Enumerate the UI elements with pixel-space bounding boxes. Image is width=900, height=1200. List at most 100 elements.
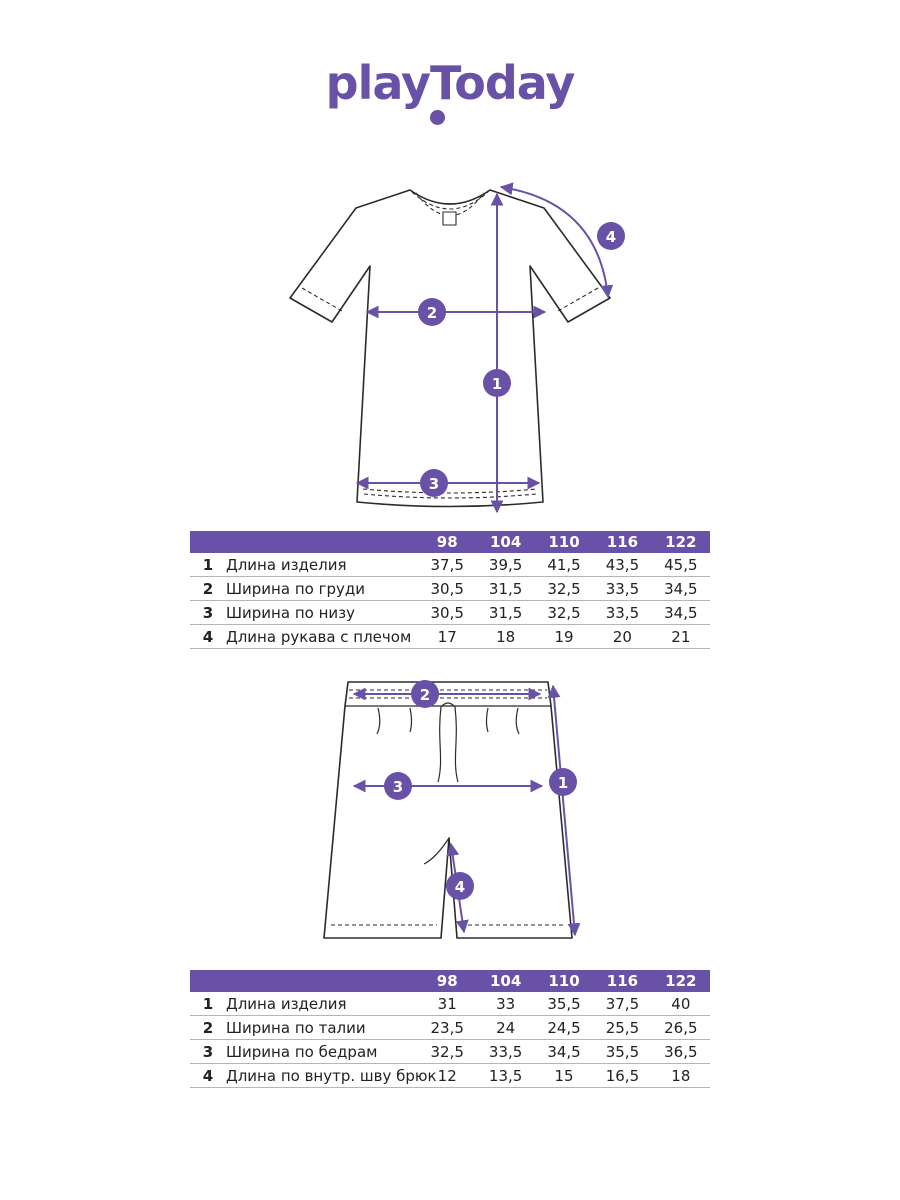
size-value: 40 — [671, 994, 691, 1013]
size-value: 19 — [554, 627, 574, 646]
tshirt-hem-stitch-top — [362, 488, 538, 494]
size-value: 12 — [437, 1066, 457, 1085]
shorts-marker-2-badge — [411, 680, 439, 708]
tshirt-table-header-row: 98 104 110 116 122 — [190, 531, 710, 553]
row-label: Ширина по низу — [226, 603, 355, 622]
shorts-gather-fold-2 — [409, 707, 413, 733]
tshirt-diagram — [289, 189, 611, 508]
size-value: 13,5 — [488, 1066, 523, 1085]
size-value: 20 — [612, 627, 632, 646]
size-value: 21 — [671, 627, 691, 646]
size-value: 16,5 — [605, 1066, 640, 1085]
shorts-size-table: 98 104 110 116 122 1 Длина изделия 31 33… — [190, 970, 710, 1088]
tshirt-hem-stitch-bottom — [363, 493, 537, 499]
size-header: 110 — [548, 533, 580, 551]
tshirt-marker-3-badge — [420, 469, 448, 497]
size-header: 122 — [665, 972, 697, 990]
shorts-marker-1-badge — [549, 768, 577, 796]
shorts-dimensions: 2 1 3 4 — [352, 680, 581, 937]
size-value: 30,5 — [430, 603, 464, 622]
size-value: 32,5 — [547, 603, 581, 622]
tshirt-dim-sleeve-line — [499, 182, 614, 299]
size-value: 18 — [671, 1066, 691, 1085]
size-header: 98 — [436, 972, 458, 990]
shorts-marker-4-badge — [446, 872, 474, 900]
brand-logo-dot-icon — [430, 110, 445, 125]
table-row: 2 Ширина по груди 30,5 31,5 32,5 33,5 34… — [190, 577, 710, 601]
size-value: 34,5 — [664, 603, 698, 622]
tshirt-marker-1-badge — [483, 369, 511, 397]
size-value: 18 — [496, 627, 516, 646]
shorts-gather-fold-3 — [485, 707, 489, 733]
row-label: Ширина по груди — [226, 579, 365, 598]
size-value: 32,5 — [430, 1042, 464, 1061]
size-value: 23,5 — [430, 1018, 464, 1037]
row-number: 4 — [202, 1066, 214, 1085]
size-value: 25,5 — [605, 1018, 640, 1037]
size-header: 110 — [548, 972, 580, 990]
size-value: 35,5 — [605, 1042, 640, 1061]
tshirt-marker-2-label: 2 — [427, 304, 437, 322]
tshirt-marker-4-label: 4 — [606, 228, 616, 246]
row-number: 3 — [202, 603, 214, 622]
size-header: 122 — [665, 533, 697, 551]
table-row: 1 Длина изделия 31 33 35,5 37,5 40 — [190, 992, 710, 1016]
size-header: 104 — [489, 533, 522, 551]
row-label: Длина по внутр. шву брюк — [226, 1066, 437, 1085]
size-value: 34,5 — [547, 1042, 581, 1061]
row-number: 4 — [202, 627, 214, 646]
tshirt-marker-3-label: 3 — [429, 475, 439, 493]
table-row: 1 Длина изделия 37,5 39,5 41,5 43,5 45,5 — [190, 553, 710, 577]
row-label: Длина рукава с плечом — [226, 627, 412, 646]
tshirt-collar-ribbing — [411, 191, 489, 210]
size-value: 45,5 — [664, 555, 698, 574]
shorts-dim-length-line — [547, 684, 581, 937]
table-row: 4 Длина рукава с плечом 17 18 19 20 21 — [190, 625, 710, 649]
size-value: 31,5 — [488, 579, 523, 598]
brand-logo-text: playToday — [325, 56, 576, 110]
shorts-marker-3-label: 3 — [393, 778, 403, 796]
shorts-gather-fold-4 — [515, 707, 520, 735]
size-value: 32,5 — [547, 579, 581, 598]
tshirt-marker-2-badge — [418, 298, 446, 326]
size-value: 33,5 — [605, 579, 640, 598]
shorts-gather-fold-1 — [376, 707, 381, 735]
shorts-table-header-row: 98 104 110 116 122 — [190, 970, 710, 992]
row-label: Длина изделия — [226, 994, 347, 1013]
size-value: 33 — [496, 994, 516, 1013]
row-number: 1 — [202, 555, 214, 574]
tshirt-outline — [289, 189, 611, 508]
table-row: 4 Длина по внутр. шву брюк 12 13,5 15 16… — [190, 1064, 710, 1088]
size-value: 31 — [437, 994, 457, 1013]
shorts-drawstring-left-cord — [437, 706, 442, 783]
tshirt-marker-4-badge — [597, 222, 625, 250]
size-value: 33,5 — [488, 1042, 523, 1061]
row-number: 1 — [202, 994, 214, 1013]
row-label: Длина изделия — [226, 555, 347, 574]
size-value: 39,5 — [488, 555, 523, 574]
shorts-marker-4-label: 4 — [455, 878, 465, 896]
table-row: 3 Ширина по бедрам 32,5 33,5 34,5 35,5 3… — [190, 1040, 710, 1064]
size-value: 30,5 — [430, 579, 464, 598]
size-value: 15 — [554, 1066, 574, 1085]
row-number: 2 — [202, 1018, 214, 1037]
size-header: 104 — [489, 972, 522, 990]
size-value: 24,5 — [547, 1018, 581, 1037]
size-value: 26,5 — [664, 1018, 698, 1037]
size-value: 34,5 — [664, 579, 698, 598]
size-header: 98 — [436, 533, 458, 551]
size-value: 43,5 — [605, 555, 640, 574]
size-header: 116 — [606, 533, 639, 551]
size-value: 17 — [437, 627, 457, 646]
table-row: 3 Ширина по низу 30,5 31,5 32,5 33,5 34,… — [190, 601, 710, 625]
row-number: 2 — [202, 579, 214, 598]
shorts-drawstring-right-cord — [454, 706, 459, 783]
size-value: 37,5 — [605, 994, 640, 1013]
row-number: 3 — [202, 1042, 214, 1061]
shorts-outline — [323, 681, 573, 939]
tshirt-neck-label-tag — [442, 211, 457, 226]
table-row: 2 Ширина по талии 23,5 24 24,5 25,5 26,5 — [190, 1016, 710, 1040]
shorts-marker-2-label: 2 — [420, 686, 430, 704]
